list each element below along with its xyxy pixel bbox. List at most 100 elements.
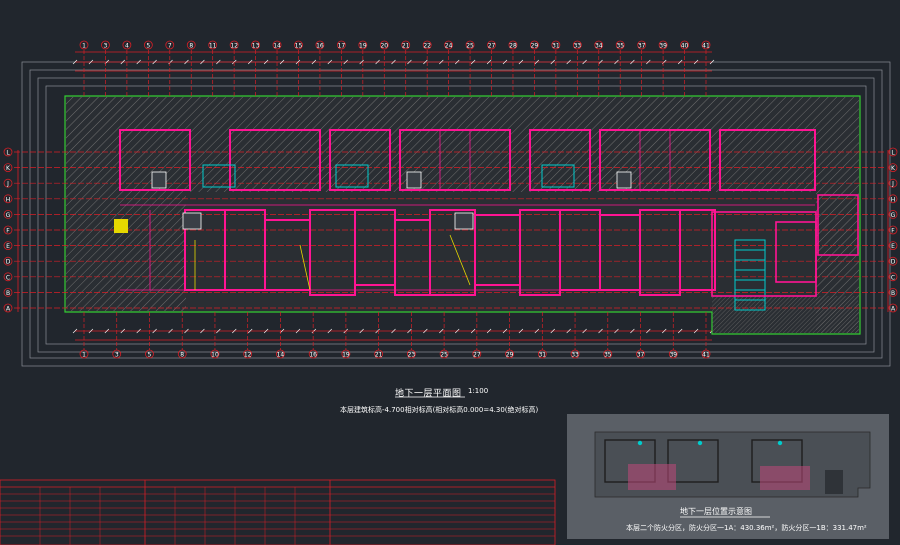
svg-text:J: J [891,181,894,188]
svg-text:14: 14 [277,352,285,359]
axis-bubble-right: L [888,147,898,157]
svg-text:28: 28 [509,43,517,50]
svg-text:C: C [891,274,895,281]
svg-text:27: 27 [473,352,481,359]
axis-bubble-left: D [3,256,13,266]
svg-text:E: E [891,243,895,250]
svg-text:8: 8 [180,352,184,359]
svg-text:H: H [891,196,896,203]
axis-bubble-left: J [3,178,13,188]
axis-bubble-bottom: 35 [603,349,613,359]
axis-bubble-bottom: 41 [701,349,711,359]
axis-bubble-top: 28 [508,40,518,50]
svg-text:E: E [6,243,10,250]
svg-text:25: 25 [466,43,474,50]
svg-text:F: F [891,228,895,235]
svg-text:20: 20 [380,43,388,50]
svg-text:12: 12 [230,43,238,50]
svg-text:D: D [6,259,11,266]
axis-bubble-left: B [3,287,13,297]
axis-bubble-bottom: 21 [374,349,384,359]
axis-bubble-top: 17 [336,40,346,50]
svg-text:33: 33 [573,43,581,50]
svg-text:J: J [6,181,9,188]
svg-text:39: 39 [659,43,667,50]
axis-bubble-right: K [888,163,898,172]
grid-axis-vertical [83,50,707,350]
svg-text:16: 16 [309,352,317,359]
svg-text:3: 3 [115,352,119,359]
svg-text:37: 37 [638,43,646,50]
svg-text:K: K [6,165,11,172]
axis-bubble-top: 19 [358,40,368,50]
highlight-room [114,219,128,233]
drawing-title: 地下一层平面图 [395,389,462,399]
svg-text:A: A [6,306,11,313]
svg-text:1: 1 [82,352,86,359]
axis-bubble-right: F [888,225,898,235]
svg-text:19: 19 [342,352,350,359]
svg-text:D: D [891,259,896,266]
svg-text:21: 21 [402,43,410,50]
axis-bubble-top: 34 [594,40,604,50]
axis-bubble-top: 31 [551,40,561,50]
svg-text:39: 39 [669,352,677,359]
drawing-elevation-note: 本层建筑标高-4.700相对标高(相对标高0.000=4.30(绝对标高) [340,406,539,414]
svg-text:37: 37 [637,352,645,359]
svg-text:F: F [6,228,10,235]
svg-text:33: 33 [571,352,579,359]
stair-cores [202,164,766,311]
svg-text:H: H [6,196,11,203]
drawing-scale: 1:100 [468,387,489,395]
svg-text:13: 13 [252,43,260,50]
axis-bubble-bottom: 3 [112,349,122,359]
svg-text:5: 5 [146,43,150,50]
axis-bubble-top: 33 [572,40,582,50]
svg-text:7: 7 [168,43,172,50]
axis-bubble-right: A [888,303,898,313]
axis-bubble-top: 24 [444,40,454,50]
axis-bubble-top: 29 [530,40,539,50]
axis-bubble-left: A [3,303,13,313]
inset-area-note: 本层二个防火分区，防火分区一1A：430.36m²，防火分区一1B：331.47… [626,524,867,532]
axis-bubble-top: 16 [315,40,325,50]
svg-text:19: 19 [359,43,367,50]
axis-bubble-right: J [888,178,898,188]
axis-bubble-top: 12 [229,40,239,50]
svg-text:10: 10 [211,352,219,359]
inset-plan [594,431,871,498]
svg-text:41: 41 [702,43,710,50]
svg-text:A: A [891,306,896,313]
axis-bubble-bottom: 25 [439,349,449,359]
axis-bubble-top: 22 [422,40,432,50]
right-wing [711,194,859,297]
svg-text:22: 22 [423,43,431,50]
axis-bubble-top: 15 [294,40,303,50]
axis-bubble-bottom: 12 [243,349,253,359]
svg-text:21: 21 [375,352,383,359]
svg-text:1: 1 [82,43,86,50]
axis-bubble-top: 7 [165,40,175,50]
svg-text:16: 16 [316,43,324,50]
svg-text:35: 35 [604,352,612,359]
inset-title: 地下一层位置示意图 [680,507,752,516]
axis-bubble-top: 11 [208,40,218,50]
axis-bubble-top: 39 [658,40,668,50]
svg-text:27: 27 [488,43,496,50]
svg-text:L: L [891,150,895,157]
axis-bubble-bottom: 37 [636,349,645,359]
axis-bubble-top: 37 [637,40,647,50]
svg-text:15: 15 [295,43,303,50]
svg-text:L: L [6,150,10,157]
axis-bubble-left: C [3,272,13,281]
svg-text:31: 31 [538,352,546,359]
title-block-rows [0,487,555,545]
hatched-areas [66,97,859,333]
axis-bubble-top: 20 [379,40,389,50]
svg-text:24: 24 [445,43,453,50]
axis-bubble-bottom: 8 [177,349,187,359]
title-block [0,479,556,545]
axis-bubble-bottom: 16 [308,349,318,359]
